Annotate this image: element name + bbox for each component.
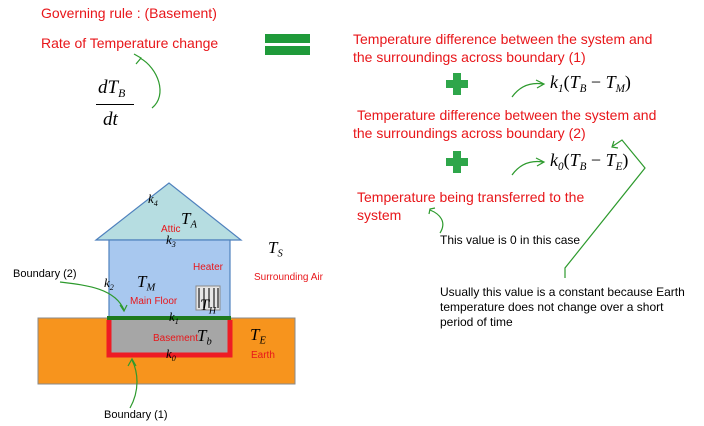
boundary-1-label: Boundary (1) — [104, 409, 168, 421]
term3-text: Temperature being transferred to the sys… — [357, 189, 585, 223]
plus-sign-1 — [446, 73, 468, 95]
term1-text: Temperature difference between the syste… — [353, 31, 653, 65]
annotation-arrows — [59, 53, 646, 409]
term2-text: Temperature difference between the syste… — [353, 107, 657, 141]
k3-label: k3 — [166, 232, 176, 249]
plus-sign-2 — [446, 151, 468, 173]
zero-note: This value is 0 in this case — [440, 233, 581, 247]
k1-label: k1 — [169, 309, 179, 326]
TS-label: TS — [268, 238, 283, 260]
Tb-label: Tb — [197, 326, 212, 348]
lhs-label: Rate of Temperature change — [41, 35, 219, 51]
boundary-1-line — [106, 320, 233, 358]
derivative-denominator: dt — [103, 109, 118, 130]
basement-block — [109, 318, 230, 355]
arrow-term1 — [511, 82, 544, 98]
earth-label: Earth — [251, 350, 275, 361]
constant-note: Usually this value is a constant because… — [440, 285, 685, 329]
heater-icon — [195, 285, 221, 311]
surrounding-air-label: Surrounding Air — [254, 272, 323, 283]
TA-label: TA — [181, 209, 197, 231]
arrow-boundary2 — [59, 281, 125, 311]
TH-label: TH — [200, 297, 217, 317]
attic-label: Attic — [161, 224, 181, 235]
k0-label: k0 — [166, 346, 176, 363]
arrow-boundary1 — [129, 359, 138, 409]
arrow-zero-note — [429, 209, 444, 234]
basement-label: Basement — [153, 333, 199, 344]
equals-sign — [265, 34, 310, 55]
term2-formula: k0(TB − TE) — [550, 150, 629, 173]
page-title: Governing rule : (Basement) — [41, 5, 217, 21]
TM-label: TM — [137, 272, 156, 294]
heater-label: Heater — [193, 262, 224, 273]
boundary-2-label: Boundary (2) — [13, 268, 77, 280]
k4-label: k4 — [148, 191, 158, 208]
main-floor-label: Main Floor — [130, 296, 178, 307]
derivative-numerator: dTB — [98, 77, 126, 101]
TE-label: TE — [250, 325, 266, 347]
k2-label: k2 — [104, 275, 114, 292]
arrow-lhs — [139, 57, 161, 109]
fraction-bar — [96, 104, 134, 106]
arrow-constant-note — [564, 139, 646, 278]
term1-formula: k1(TB − TM) — [550, 72, 631, 95]
arrow-term2 — [511, 160, 544, 176]
